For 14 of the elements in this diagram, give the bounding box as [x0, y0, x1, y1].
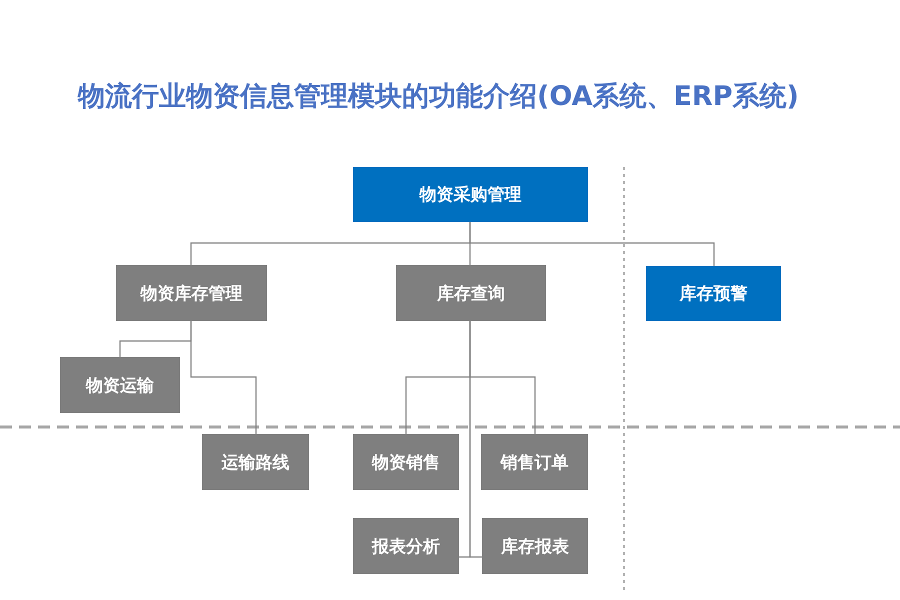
process-box: 库存查询	[396, 265, 546, 321]
process-box: 报表分析	[353, 518, 459, 574]
connector-line	[190, 321, 257, 434]
process-box: 物资运输	[60, 357, 180, 413]
process-box: 物资采购管理	[353, 167, 588, 222]
title: 物流行业物资信息管理模块的功能介绍(OA系统、ERP系统)	[78, 80, 799, 114]
connector-line	[469, 222, 715, 266]
process-box: 库存预警	[646, 266, 781, 321]
process-box: 物资库存管理	[116, 265, 267, 321]
process-box: 销售订单	[481, 434, 588, 490]
connector-line	[469, 321, 482, 558]
process-box: 库存报表	[482, 518, 588, 574]
process-box: 运输路线	[202, 434, 309, 490]
process-box: 物资销售	[353, 434, 459, 490]
